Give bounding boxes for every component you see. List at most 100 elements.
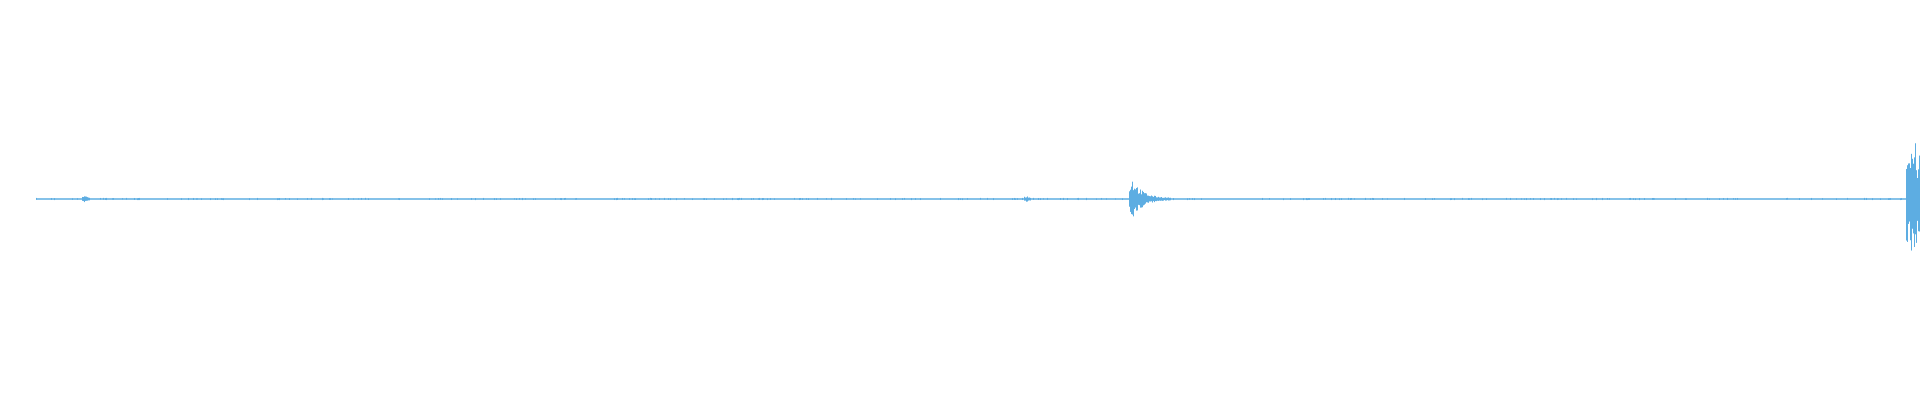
waveform-sample (1153, 196, 1154, 202)
waveform-sample (741, 197, 742, 200)
waveform-sample (1471, 197, 1472, 200)
waveform-sample (1540, 198, 1541, 201)
waveform-sample (911, 198, 912, 201)
waveform-sample (1150, 196, 1151, 202)
waveform-sample (1387, 198, 1388, 200)
waveform-sample (987, 197, 988, 200)
waveform-sample (753, 198, 754, 200)
waveform-sample (1122, 198, 1123, 201)
waveform-sample (1469, 198, 1470, 200)
waveform-sample (751, 198, 752, 200)
waveform-sample (1510, 197, 1511, 200)
waveform-sample (442, 198, 443, 200)
waveform-sample (122, 198, 123, 200)
waveform-sample (196, 198, 197, 200)
waveform-sample (958, 198, 959, 201)
waveform-sample (616, 198, 617, 201)
waveform-sample (1290, 198, 1291, 200)
waveform-sample (1156, 197, 1157, 202)
waveform-sample (1524, 198, 1525, 200)
waveform-sample (494, 198, 495, 201)
waveform-sample (1533, 198, 1534, 200)
waveform-sample (1166, 197, 1167, 201)
waveform-sample (471, 197, 472, 200)
waveform-sample (1129, 191, 1130, 207)
waveform-sample (1144, 193, 1145, 205)
waveform-sample (113, 198, 114, 200)
waveform-sample (1799, 198, 1800, 201)
waveform-sample (1521, 198, 1522, 200)
waveform-sample (1719, 198, 1720, 200)
waveform-sample (1914, 157, 1915, 248)
waveform-sample (1131, 186, 1132, 215)
waveform-sample (514, 198, 515, 200)
waveform-sample (1635, 198, 1636, 201)
waveform-sample (650, 197, 651, 200)
waveform-sample (307, 198, 308, 200)
waveform-sample (137, 198, 138, 201)
waveform-sample (83, 197, 84, 202)
waveform-sample (1602, 197, 1603, 201)
waveform-sample (193, 197, 194, 200)
waveform-sample (1067, 197, 1068, 201)
waveform-sample (1141, 194, 1142, 208)
waveform-sample (1652, 197, 1653, 200)
waveform-sample (1149, 196, 1150, 202)
waveform-sample (1101, 197, 1102, 200)
waveform-sample (1351, 197, 1352, 200)
waveform-sample (1136, 187, 1137, 211)
waveform-sample (920, 198, 921, 201)
waveform-sample (1506, 197, 1507, 200)
waveform-sample (1633, 198, 1634, 200)
waveform-sample (915, 198, 916, 200)
waveform-sample (895, 198, 896, 201)
waveform-sample (1576, 198, 1577, 200)
waveform-sample (1014, 197, 1015, 200)
waveform-sample (1425, 198, 1426, 200)
waveform-sample (1450, 198, 1451, 201)
waveform-sample (726, 198, 727, 200)
waveform-sample (860, 198, 861, 200)
waveform-sample (560, 198, 561, 200)
waveform-sample (1146, 193, 1147, 203)
waveform-sample (940, 197, 941, 200)
waveform-sample (1143, 191, 1144, 206)
waveform-sample (706, 198, 707, 200)
waveform-sample (684, 198, 685, 200)
waveform-sample (1137, 187, 1138, 211)
waveform-sample (1147, 195, 1148, 203)
waveform-sample (365, 197, 366, 200)
waveform-sample (1283, 198, 1284, 201)
waveform-sample (1135, 189, 1136, 208)
waveform-sample (138, 198, 139, 201)
waveform-sample (738, 198, 739, 201)
waveform-sample (1544, 198, 1545, 201)
waveform-sample (1192, 198, 1193, 200)
waveform-sample (624, 198, 625, 200)
waveform-sample (1890, 198, 1891, 200)
waveform-sample (1707, 197, 1708, 200)
waveform-sample (112, 198, 113, 200)
waveform-sample (257, 197, 258, 201)
waveform-sample (1350, 198, 1351, 200)
waveform-sample (1158, 196, 1159, 201)
waveform-sample (84, 196, 85, 203)
waveform-sample (770, 198, 771, 200)
waveform-sample (519, 197, 520, 200)
waveform-sample (1558, 198, 1559, 200)
waveform-sample (1908, 163, 1909, 224)
waveform-sample (826, 198, 827, 200)
waveform-sample (676, 198, 677, 201)
waveform-sample (1060, 198, 1061, 200)
waveform-sample (210, 198, 211, 201)
waveform-sample (475, 198, 476, 201)
waveform-sample (817, 197, 818, 200)
waveform-sample (1918, 169, 1919, 232)
waveform-sample (758, 198, 759, 200)
waveform-sample (1451, 198, 1452, 200)
waveform-sample (1164, 197, 1165, 201)
waveform-sample (1170, 197, 1171, 201)
waveform-sample (103, 197, 104, 200)
waveform-sample (1154, 195, 1155, 203)
waveform-sample (1161, 196, 1162, 201)
